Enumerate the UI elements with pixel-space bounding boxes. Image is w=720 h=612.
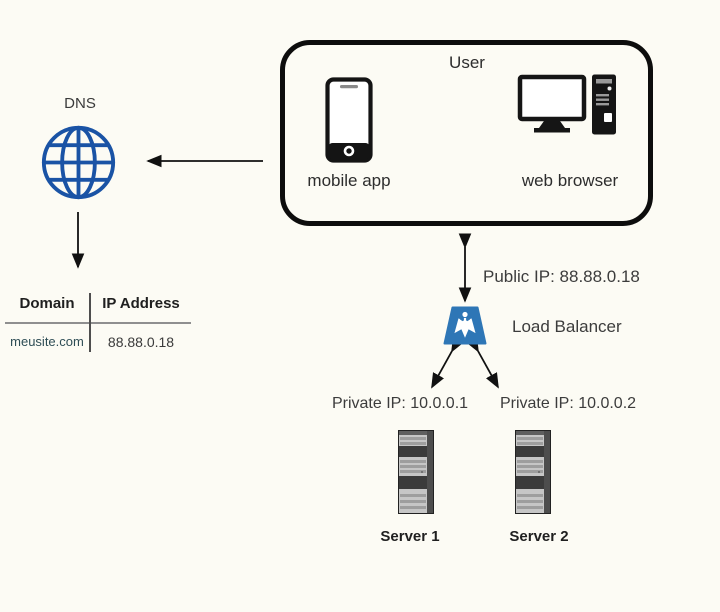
- table-cell-domain: meusite.com: [10, 334, 84, 349]
- server1-private-ip-label: Private IP: 10.0.0.1: [331, 395, 469, 412]
- load-balancer-icon: [443, 306, 487, 345]
- server2-label: Server 2: [509, 528, 569, 545]
- user-box: User mobile app web browser: [280, 40, 653, 226]
- smartphone-icon: [325, 77, 373, 163]
- table-cell-ip: 88.88.0.18: [107, 334, 175, 350]
- server1-label: Server 1: [380, 528, 440, 545]
- public-ip-label: Public IP: 88.88.0.18: [483, 267, 640, 286]
- desktop-computer-icon: [517, 74, 616, 135]
- dns-table: Domain IP Address meusite.com 88.88.0.18: [5, 292, 191, 356]
- server-tower-icon: [398, 430, 434, 514]
- globe-icon: [41, 125, 116, 200]
- table-header-ip: IP Address: [102, 295, 180, 312]
- load-balancer-label: Load Balancer: [512, 317, 622, 336]
- dns-label: DNS: [64, 95, 96, 112]
- mobile-app-label: mobile app: [307, 171, 391, 190]
- arrow-loadbalancer-server1: [431, 336, 465, 389]
- web-browser-label: web browser: [521, 171, 619, 190]
- server2-private-ip-label: Private IP: 10.0.0.2: [499, 395, 637, 412]
- arrow-loadbalancer-server2: [465, 336, 499, 389]
- user-box-title: User: [449, 53, 485, 72]
- server-tower-icon: [515, 430, 551, 514]
- table-header-divider: [5, 322, 191, 324]
- table-column-divider: [89, 293, 91, 352]
- table-header-domain: Domain: [19, 295, 75, 312]
